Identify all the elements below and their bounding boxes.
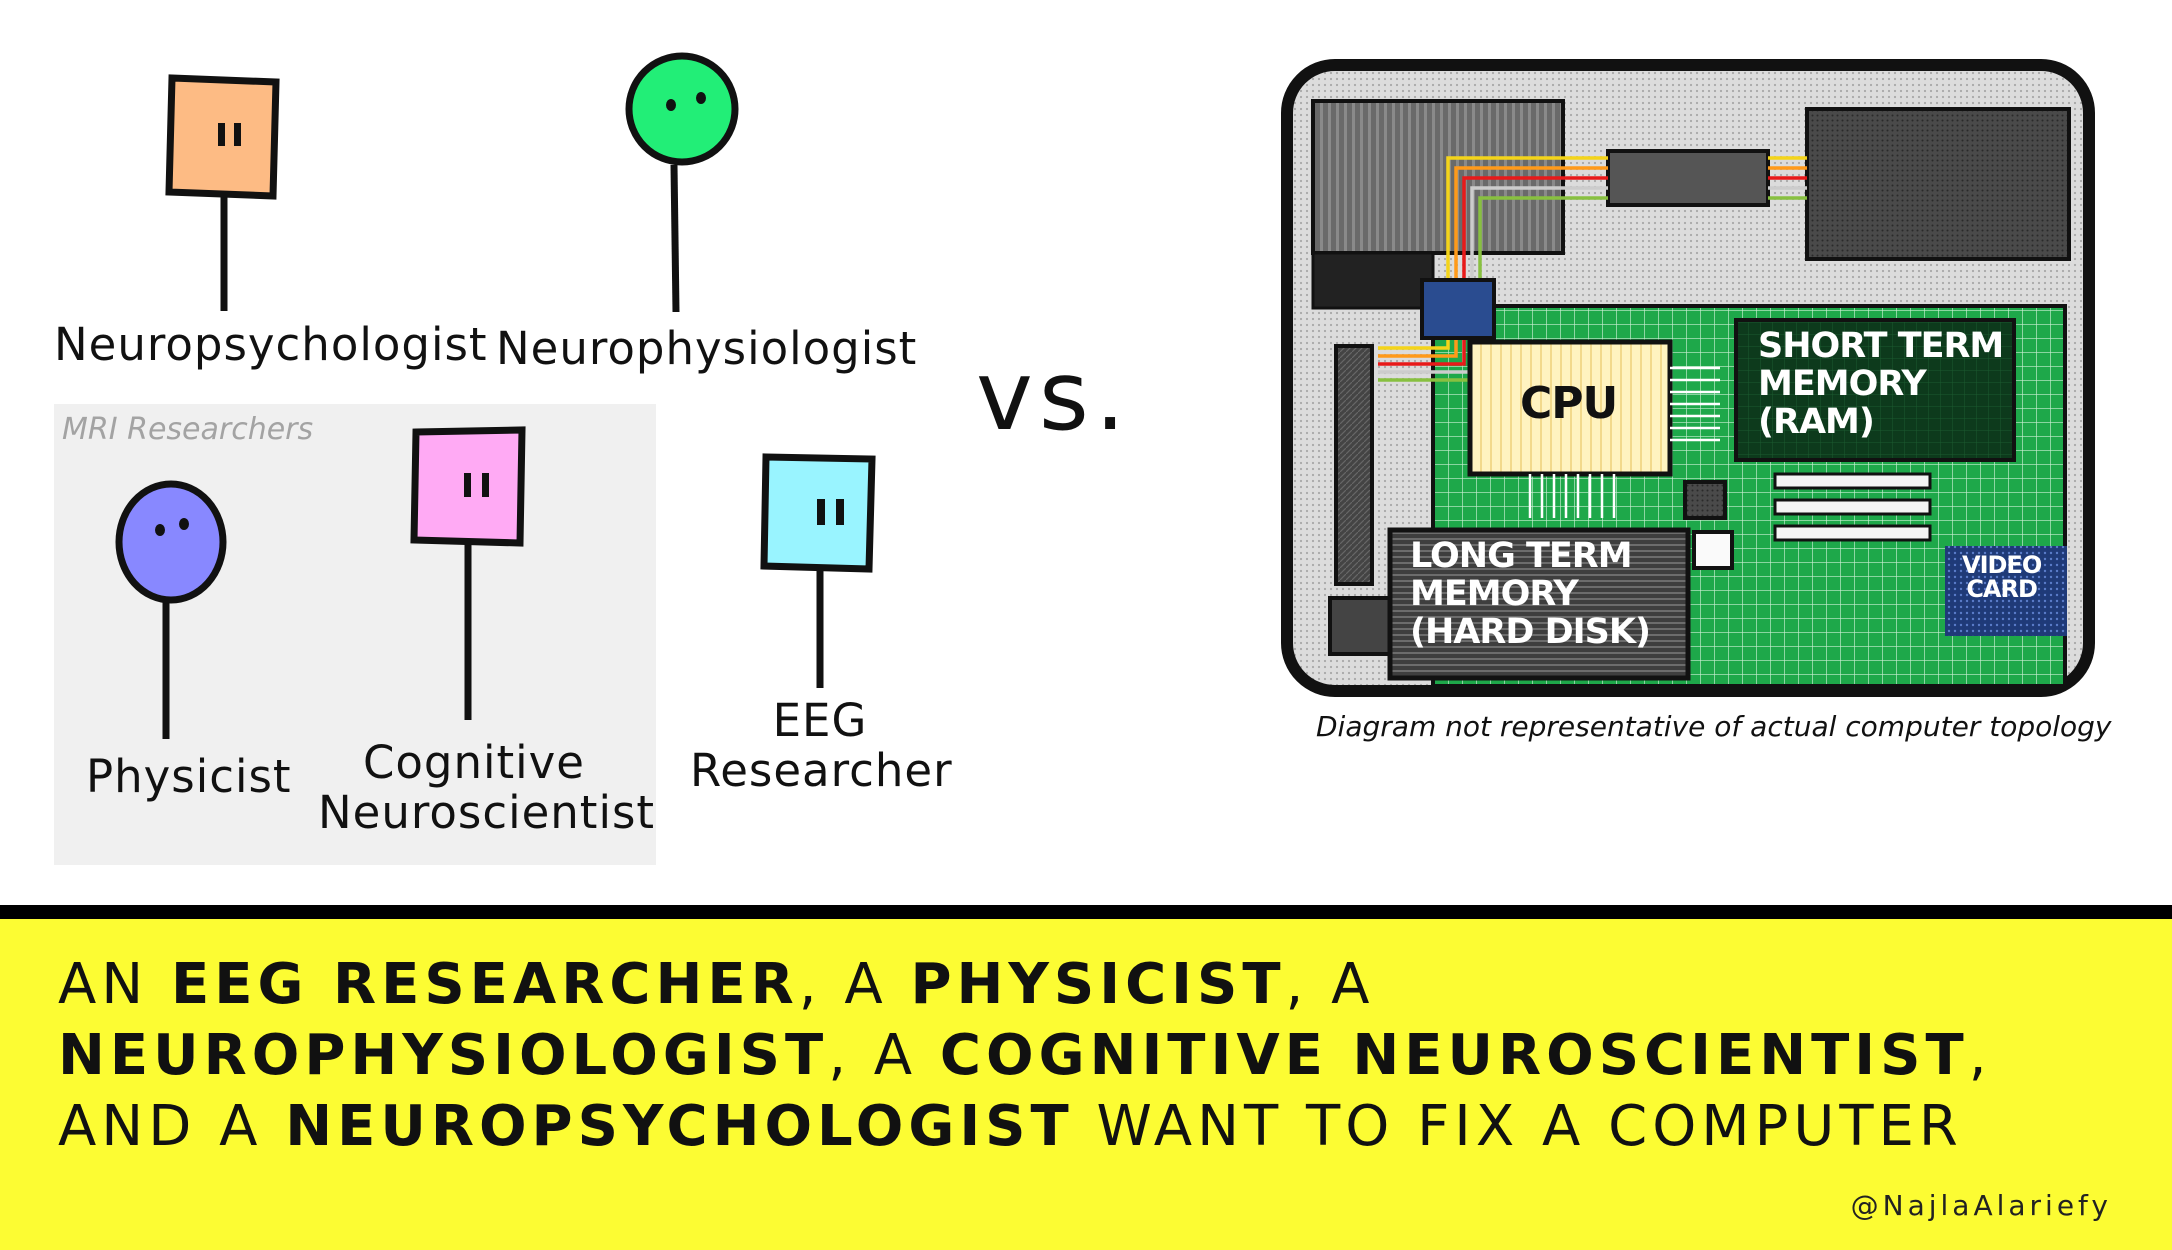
physicist-head: [115, 480, 227, 604]
neurophysiologist-head: [625, 52, 739, 166]
figure: MRI Researchers: [54, 52, 2112, 865]
power-supply-base: [1311, 251, 1435, 310]
cable-connector: [1606, 149, 1770, 207]
headline-neuropsychologist: NEUROPSYCHOLOGIST: [285, 1094, 1074, 1159]
hard-disk-label-line2: MEMORY: [1410, 573, 1579, 614]
diagram-note: Diagram not representative of actual com…: [1316, 710, 2112, 743]
eeg-label-line1: EEG: [772, 694, 868, 747]
hard-disk-label-line1: LONG TERM: [1410, 536, 1633, 576]
physicist-label: Physicist: [86, 750, 292, 803]
cpu-pins: [1528, 366, 1720, 518]
ram-label: SHORT TERM MEMORY (RAM): [1758, 326, 2004, 442]
small-chip-1: [1683, 480, 1727, 520]
headline: AN EEG RESEARCHER, A PHYSICIST, A NEUROP…: [58, 949, 2138, 1162]
ram-label-line2: MEMORY: [1758, 363, 1927, 404]
headline-part-3: , A: [1285, 952, 1375, 1017]
neurophysiologist-label: Neurophysiologist: [496, 322, 918, 375]
eeg-researcher-label: EEG Researcher: [690, 694, 953, 798]
hard-disk-label-line3: (HARD DISK): [1410, 611, 1651, 652]
headline-banner: AN EEG RESEARCHER, A PHYSICIST, A NEUROP…: [0, 905, 2172, 1250]
ram-module: [1734, 318, 2016, 462]
characters: [115, 52, 876, 739]
headline-physicist: PHYSICIST: [910, 952, 1286, 1017]
neuropsychologist-figure: [165, 74, 280, 311]
cognitive-label-line1: Cognitive: [362, 736, 585, 789]
cpu-label: CPU: [1520, 378, 1618, 429]
ram-label-line1: SHORT TERM: [1758, 326, 2004, 366]
hard-disk: [1387, 527, 1691, 681]
drive-bay: [1805, 107, 2071, 261]
ram-slots: [1773, 472, 1932, 542]
author-credit: @NajlaAlariefy: [1850, 1189, 2112, 1222]
headline-part-2: , A: [798, 952, 911, 1017]
video-card-label-line2: CARD: [1966, 575, 2038, 603]
headline-part-5: , AND A: [58, 1023, 1992, 1159]
headline-part-6: WANT TO FIX A COMPUTER: [1073, 1094, 1963, 1159]
small-chip-2: [1692, 530, 1734, 570]
physicist-figure: [115, 480, 227, 739]
cognitive-label-line2: Neuroscientist: [318, 786, 656, 840]
video-card-label: VIDEO CARD: [1962, 551, 2042, 603]
headline-neurophysiologist: NEUROPHYSIOLOGIST: [58, 1023, 829, 1088]
neurophysiologist-figure: [625, 52, 739, 313]
cognitive-neuroscientist-label: Cognitive Neuroscientist: [318, 736, 656, 840]
headline-part-1: AN: [58, 952, 171, 1017]
junction-chip: [1420, 278, 1496, 340]
cpu-chip: [1467, 339, 1673, 477]
computer-diagram: [1281, 59, 2095, 697]
hard-disk-label: LONG TERM MEMORY (HARD DISK): [1410, 536, 1651, 652]
expansion-slot: [1334, 344, 1374, 586]
headline-part-4: , A: [828, 1023, 940, 1088]
headline-eeg-researcher: EEG RESEARCHER: [171, 952, 799, 1017]
eeg-label-line2: Researcher: [690, 744, 953, 798]
mri-group-label: MRI Researchers: [62, 412, 314, 447]
cognitive-neuroscientist-figure: [410, 426, 526, 720]
eeg-researcher-figure: [760, 453, 876, 688]
port-block: [1328, 596, 1394, 656]
versus-text: vs.: [976, 340, 1132, 452]
neuropsychologist-label: Neuropsychologist: [54, 318, 488, 371]
ram-label-line3: (RAM): [1758, 401, 1875, 442]
headline-cognitive-neuroscientist: COGNITIVE NEUROSCIENTIST: [939, 1023, 1969, 1088]
video-card: [1945, 546, 2067, 636]
mri-group-box: [54, 404, 656, 865]
video-card-label-line1: VIDEO: [1962, 551, 2042, 579]
